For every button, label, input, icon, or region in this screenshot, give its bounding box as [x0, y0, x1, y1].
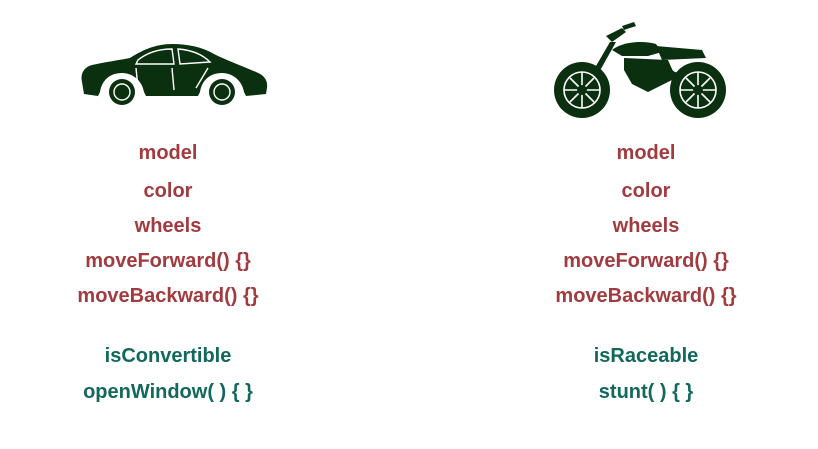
motorcycle-properties: model color wheels moveForward() {} move… [526, 0, 766, 449]
motorcycle-property-wheels: wheels [612, 215, 680, 237]
car-method-move-forward: moveForward() {} [85, 250, 251, 272]
car-method-move-backward: moveBackward() {} [77, 285, 259, 307]
car-property-wheels: wheels [134, 215, 202, 237]
motorcycle-method-move-backward: moveBackward() {} [555, 285, 737, 307]
car-method-open-window: openWindow( ) { } [83, 381, 253, 403]
car-property-model: model [138, 142, 198, 164]
car-property-is-convertible: isConvertible [104, 345, 232, 367]
motorcycle-method-stunt: stunt( ) { } [598, 381, 694, 403]
car-properties: model color wheels moveForward() {} move… [48, 0, 288, 449]
motorcycle-icon [554, 22, 726, 118]
motorcycle-method-move-forward: moveForward() {} [563, 250, 729, 272]
car-icon [81, 44, 268, 105]
motorcycle-property-color: color [621, 180, 671, 202]
motorcycle-property-model: model [616, 142, 676, 164]
motorcycle-property-is-raceable: isRaceable [593, 345, 699, 367]
car-property-color: color [143, 180, 193, 202]
